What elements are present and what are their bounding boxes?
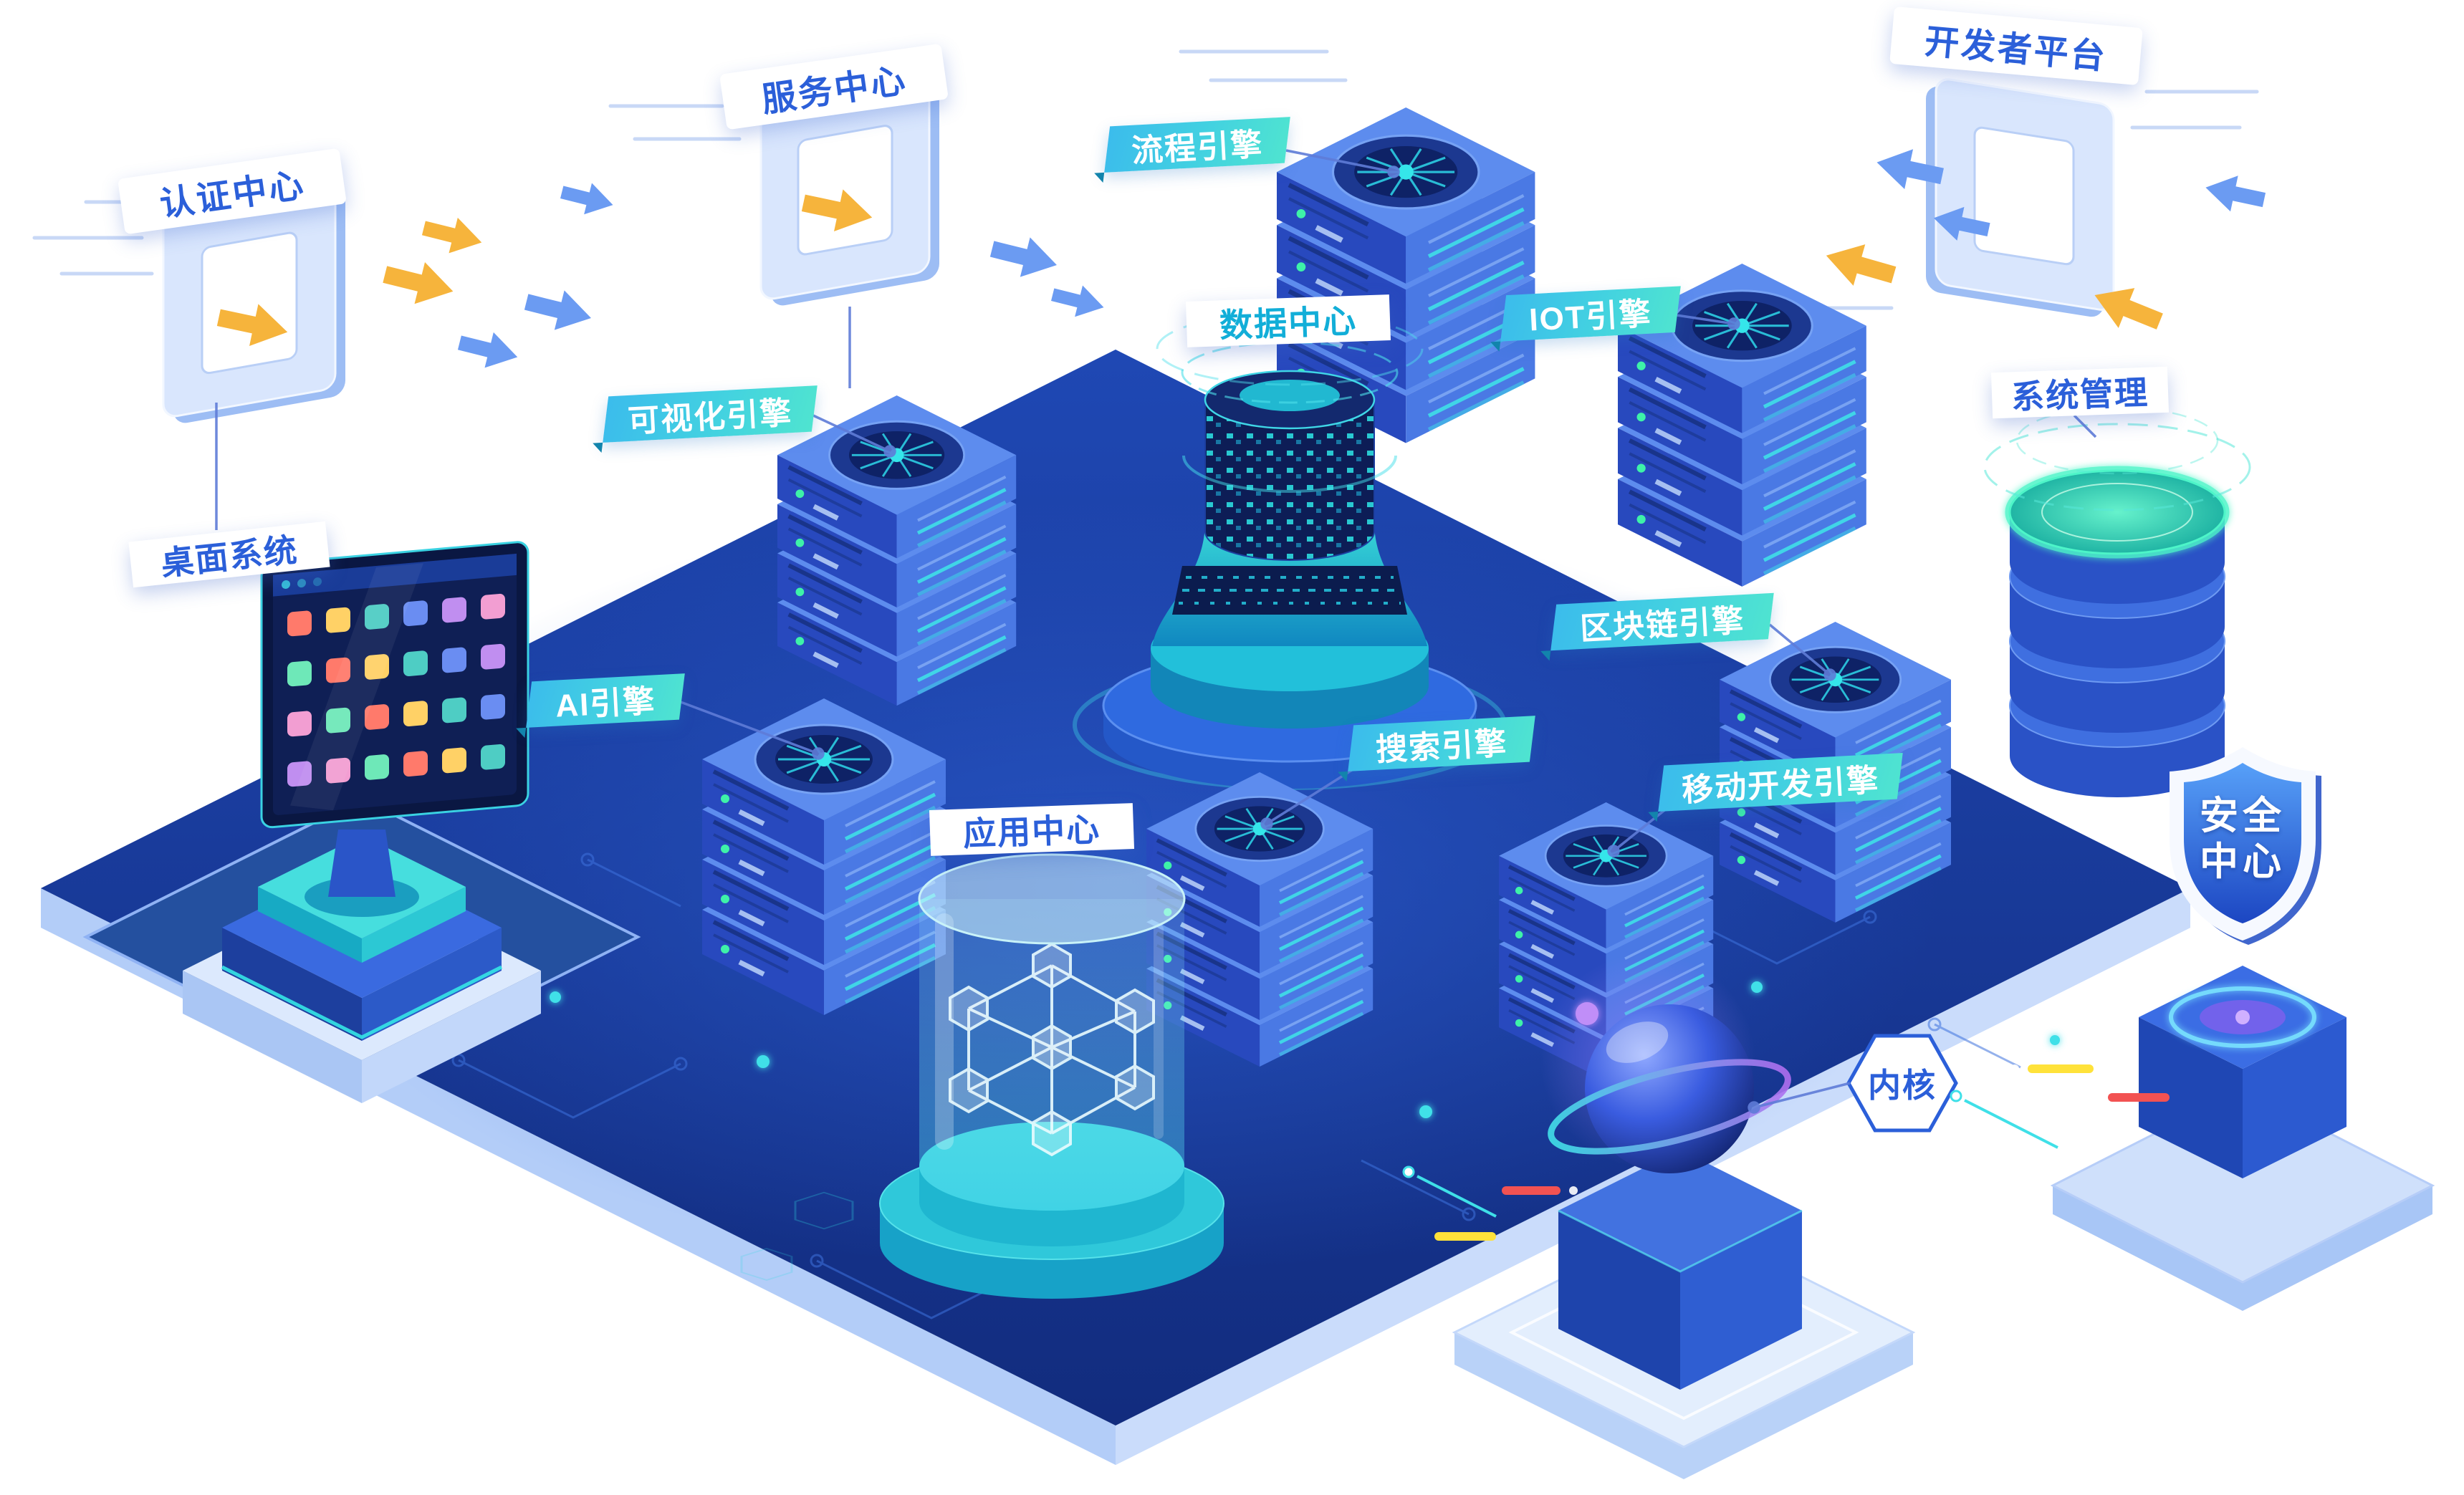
label-system-management-text: 系统管理 bbox=[2010, 373, 2149, 416]
desktop-system-unit bbox=[82, 541, 641, 1103]
label-iot-engine-text: IOT引擎 bbox=[1528, 296, 1654, 338]
label-security-line1: 安全 bbox=[2200, 794, 2286, 837]
label-process-engine-text: 流程引擎 bbox=[1131, 127, 1265, 169]
label-search-engine: 搜索引擎 bbox=[1348, 716, 1535, 771]
label-iot-engine: IOT引擎 bbox=[1500, 286, 1681, 342]
label-ai-engine: AI引擎 bbox=[526, 673, 685, 728]
arrow-yellow bbox=[1820, 234, 1900, 296]
label-search-engine-text: 搜索引擎 bbox=[1375, 726, 1509, 768]
arrow-blue bbox=[987, 229, 1062, 285]
server-tower-ai-engine bbox=[702, 698, 946, 1015]
sign-frame-developer-platform bbox=[1926, 78, 2115, 317]
kernel-hexagon-badge bbox=[1846, 1034, 1958, 1133]
label-kernel: 内核 bbox=[1854, 1060, 1950, 1106]
kernel-unit bbox=[1452, 953, 1958, 1479]
label-app-center-text: 应用中心 bbox=[962, 810, 1101, 853]
label-blockchain-engine-text: 区块链引擎 bbox=[1579, 603, 1746, 647]
speed-lines bbox=[32, 49, 2259, 310]
label-data-center-text: 数据中心 bbox=[1219, 302, 1358, 345]
arrow-yellow bbox=[419, 210, 486, 261]
holo-ring bbox=[1181, 341, 1399, 404]
label-security-line2: 中心 bbox=[2200, 840, 2286, 883]
wire-decorations bbox=[1402, 1064, 2170, 1241]
system-management-stack bbox=[1983, 406, 2251, 797]
app-icons-grid bbox=[287, 593, 505, 787]
leader-lines bbox=[215, 149, 2097, 1114]
app-center-cylinder bbox=[879, 853, 1224, 1299]
arrow-blue bbox=[2202, 169, 2268, 218]
sign-banner-developer-platform-label: 开发者平台 bbox=[1923, 22, 2109, 77]
monitor-stand-neck bbox=[328, 830, 396, 897]
hexagon-network bbox=[949, 942, 1155, 1157]
arrow-blue bbox=[557, 176, 617, 221]
desktop-monitor-screen bbox=[260, 541, 529, 829]
data-center-tower bbox=[1073, 312, 1507, 790]
security-shield bbox=[2170, 747, 2321, 945]
label-ai-engine-text: AI引擎 bbox=[555, 683, 657, 724]
sign-frame-service-center bbox=[759, 77, 939, 306]
label-system-management: 系统管理 bbox=[1990, 366, 2170, 419]
label-process-engine: 流程引擎 bbox=[1104, 117, 1290, 173]
arrow-yellow bbox=[380, 253, 459, 312]
security-unit bbox=[2050, 747, 2435, 1311]
label-app-center: 应用中心 bbox=[929, 803, 1135, 856]
label-data-center: 数据中心 bbox=[1185, 294, 1391, 347]
arrow-blue bbox=[521, 282, 596, 338]
label-security-center: 安全 中心 bbox=[2187, 794, 2298, 885]
label-kernel-text: 内核 bbox=[1868, 1067, 1937, 1104]
kernel-orbit-ring bbox=[1548, 1059, 1791, 1155]
arrow-blue bbox=[1048, 279, 1108, 323]
label-visualization-engine-text: 可视化引擎 bbox=[627, 395, 794, 439]
server-tower-visualization-engine bbox=[777, 395, 1016, 706]
arrow-blue bbox=[455, 325, 522, 375]
